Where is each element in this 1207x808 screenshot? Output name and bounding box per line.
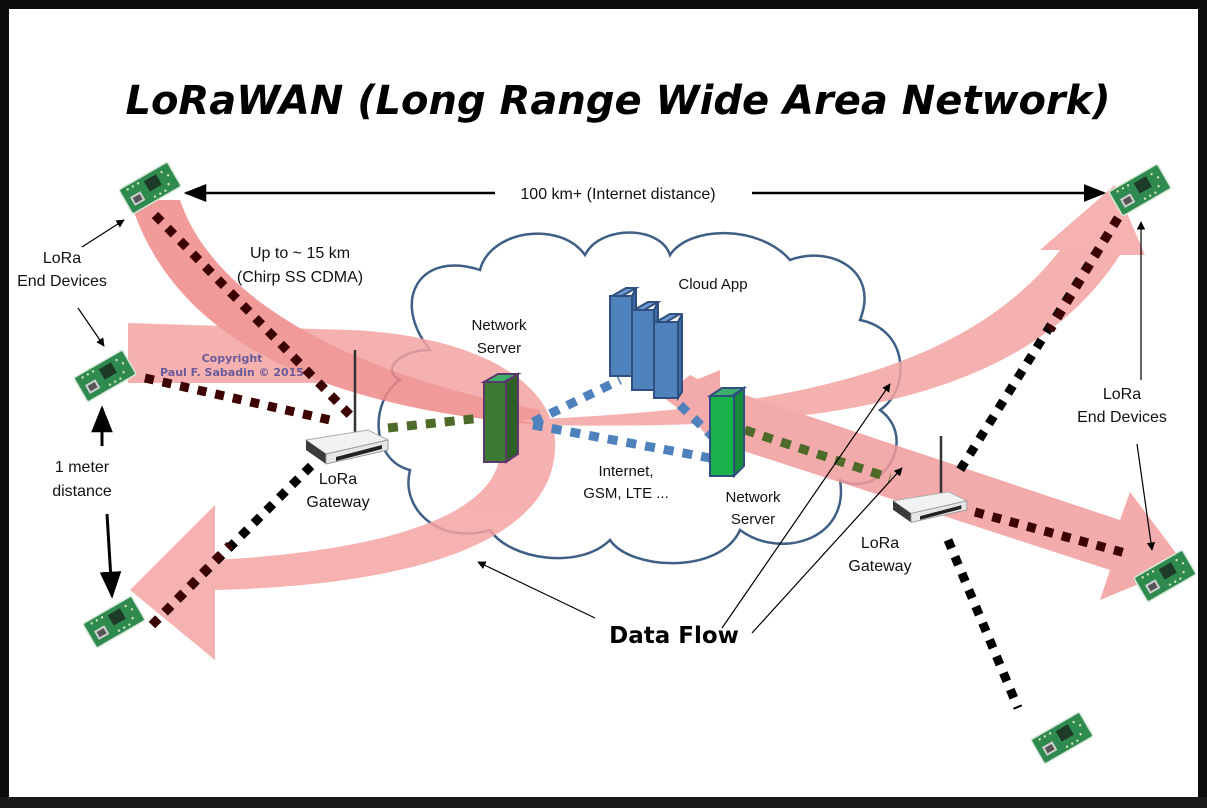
lora-end-device-bottom xyxy=(1030,711,1094,765)
link-device-top-right-segment xyxy=(1046,215,1122,333)
link-device-mid-left-to-gateway xyxy=(144,373,331,425)
link-gateway-to-device-bottom-right xyxy=(973,507,1127,558)
svg-text:Server: Server xyxy=(477,340,521,357)
end-devices-left-pointers xyxy=(77,219,125,347)
lora-range-label: Up to ~ 15 km (Chirp SS CDMA) xyxy=(237,245,363,286)
end-devices-left-label: LoRa End Devices xyxy=(17,250,107,290)
one-meter-arrows xyxy=(91,405,122,599)
internet-label: Internet, GSM, LTE ... xyxy=(583,463,669,502)
data-flow-pointers xyxy=(477,383,903,634)
link-cloud-app-to-server-right xyxy=(676,401,716,440)
gateway-left-label: LoRa Gateway xyxy=(306,471,369,511)
network-server-left xyxy=(480,372,522,464)
svg-text:LoRa: LoRa xyxy=(319,471,357,488)
internet-distance-label: 100 km+ (Internet distance) xyxy=(520,186,715,203)
svg-text:End Devices: End Devices xyxy=(17,273,107,290)
lora-end-device-top-right xyxy=(1108,163,1172,217)
frame-bottom-border xyxy=(0,797,1207,808)
gateway-right-label: LoRa Gateway xyxy=(848,535,911,575)
end-devices-right-label: LoRa End Devices xyxy=(1077,386,1167,426)
svg-text:1 meter: 1 meter xyxy=(55,459,110,476)
one-meter-label: 1 meter distance xyxy=(52,459,112,500)
flow-arrow-right-up xyxy=(520,185,1145,426)
svg-text:(Chirp SS CDMA): (Chirp SS CDMA) xyxy=(237,269,363,286)
end-devices-right-pointers xyxy=(1136,221,1156,551)
link-device-top-right-to-gateway xyxy=(956,215,1122,473)
cloud-app-label: Cloud App xyxy=(678,276,747,293)
svg-text:Paul F. Sabadin © 2015: Paul F. Sabadin © 2015 xyxy=(160,366,304,379)
flow-arrow-right-down xyxy=(670,375,1185,600)
svg-text:Copyright: Copyright xyxy=(202,352,263,365)
svg-text:GSM, LTE ...: GSM, LTE ... xyxy=(583,485,669,502)
svg-text:LoRa: LoRa xyxy=(43,250,81,267)
svg-text:Up to ~ 15 km: Up to ~ 15 km xyxy=(250,245,350,262)
svg-text:LoRa: LoRa xyxy=(1103,386,1141,403)
flow-arrow-mid xyxy=(660,370,720,440)
data-flow-label: Data Flow xyxy=(609,623,739,649)
link-gateway-to-device-bottom xyxy=(943,538,1023,710)
svg-text:Internet,: Internet, xyxy=(598,463,653,480)
link-gateway-left-to-server xyxy=(387,413,483,433)
diagram-title: LoRaWAN (Long Range Wide Area Network) xyxy=(125,78,1110,124)
svg-text:Gateway: Gateway xyxy=(306,494,369,511)
flow-arrow-left-uturn xyxy=(128,323,556,660)
lora-end-device-mid-left xyxy=(73,349,137,403)
network-server-right xyxy=(706,385,748,479)
link-server-left-to-server-right xyxy=(532,420,711,463)
backhaul-links xyxy=(387,375,892,483)
lora-end-device-bottom-left xyxy=(82,595,146,649)
radio-links xyxy=(144,211,1127,710)
cloud-app-servers xyxy=(608,287,684,402)
svg-text:LoRa: LoRa xyxy=(861,535,899,552)
network-server-right-label: Network Server xyxy=(725,489,781,528)
svg-text:distance: distance xyxy=(52,483,112,500)
copyright-notice: Copyright Paul F. Sabadin © 2015 xyxy=(160,352,304,379)
link-gateway-right-to-server xyxy=(743,425,892,483)
link-device-bottom-left-segment xyxy=(148,541,234,629)
svg-text:Server: Server xyxy=(731,511,775,528)
svg-text:Network: Network xyxy=(471,317,527,334)
lora-gateway-right-device xyxy=(892,436,968,523)
lora-gateway-left-device xyxy=(305,350,389,465)
link-server-left-to-cloud-app xyxy=(531,375,622,427)
network-server-left-label: Network Server xyxy=(471,317,527,357)
svg-text:Gateway: Gateway xyxy=(848,558,911,575)
svg-text:Network: Network xyxy=(725,489,781,506)
svg-text:End Devices: End Devices xyxy=(1077,409,1167,426)
